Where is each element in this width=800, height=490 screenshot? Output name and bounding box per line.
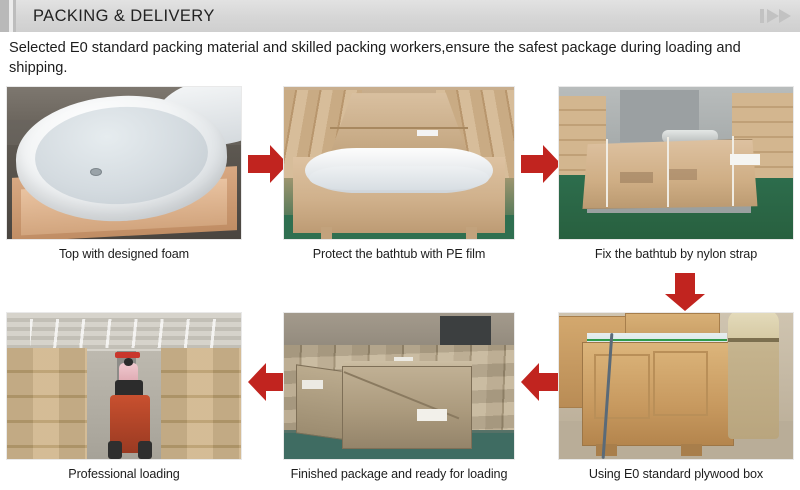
page-title: PACKING & DELIVERY — [33, 6, 215, 25]
step-card-4: Using E0 standard plywood box — [558, 312, 794, 481]
step-5-photo — [283, 312, 515, 460]
arrow-right-step2-step3 — [519, 142, 563, 191]
step-4-caption: Using E0 standard plywood box — [588, 467, 764, 481]
section-header: PACKING & DELIVERY — [0, 0, 800, 32]
arrow-left-step5-step6 — [246, 360, 290, 409]
header-accent-divider — [13, 0, 16, 32]
step-card-3: Fix the bathtub by nylon strap — [558, 86, 794, 261]
step-6-photo — [6, 312, 242, 460]
step-3-photo — [558, 86, 794, 240]
step-card-5: Finished package and ready for loading — [283, 312, 515, 481]
step-card-1: Top with designed foam — [6, 86, 242, 261]
step-5-caption: Finished package and ready for loading — [290, 467, 508, 481]
step-2-caption: Protect the bathtub with PE film — [312, 247, 486, 261]
step-card-2: Protect the bathtub with PE film — [283, 86, 515, 261]
arrow-left-step4-step5 — [519, 360, 563, 409]
step-1-caption: Top with designed foam — [58, 247, 190, 261]
skip-forward-icon[interactable] — [759, 7, 793, 25]
header-accent-bar — [0, 0, 9, 32]
step-2-photo — [283, 86, 515, 240]
step-6-caption: Professional loading — [68, 467, 180, 481]
arrow-down-step3-step4 — [662, 272, 708, 317]
step-card-6: Professional loading — [6, 312, 242, 481]
step-4-photo — [558, 312, 794, 460]
step-1-photo — [6, 86, 242, 240]
arrow-right-step1-step2 — [246, 142, 290, 191]
step-3-caption: Fix the bathtub by nylon strap — [594, 247, 758, 261]
intro-paragraph: Selected E0 standard packing material an… — [9, 40, 741, 76]
header-accent-gap — [9, 0, 13, 32]
